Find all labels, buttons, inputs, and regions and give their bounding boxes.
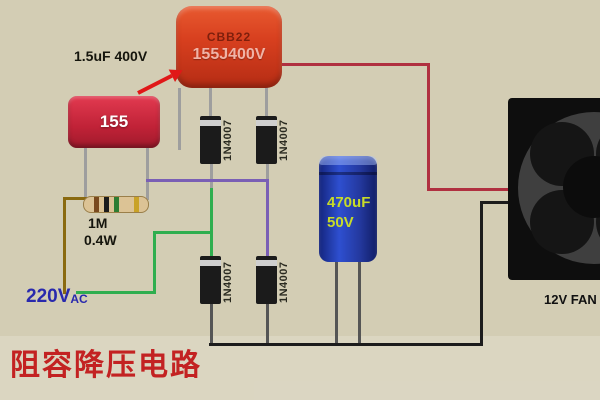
diode-4-label: 1N4007 [278, 261, 290, 303]
cap155-right-lead [146, 146, 149, 200]
wire-mains-green-horizontal [76, 291, 156, 294]
caption-title: 阻容降压电路 [10, 349, 202, 382]
wire-dc-positive-vertical [427, 63, 430, 191]
cap155-left-lead [84, 146, 87, 200]
wire-green-to-bridge [153, 231, 213, 234]
wire-dc-positive-to-fan [427, 188, 512, 191]
diode3-bottom-lead [210, 304, 213, 346]
ecap-top-rim [319, 156, 377, 165]
mains-voltage-value: 220V [26, 286, 71, 307]
electrolytic-capacitor: 470uF 50V [319, 156, 377, 262]
wire-dc-negative-vertical [480, 201, 483, 346]
diode-4-cathode-band [256, 260, 277, 266]
wire-mains-brown-vertical [63, 197, 66, 294]
ecap-capacity-text: 470uF [327, 194, 371, 211]
resistor-1m [83, 196, 149, 213]
ecap-left-lead [335, 256, 338, 346]
fan-blade-bottom-right [596, 190, 600, 254]
diode-1-cathode-band [200, 120, 221, 126]
dropper-cap-annotation: 1.5uF 400V [74, 48, 148, 64]
diode-3-label: 1N4007 [222, 261, 234, 303]
color-band-brown [94, 197, 99, 212]
diode-3-cathode-band [200, 260, 221, 266]
wire-purple-horizontal [146, 179, 269, 182]
film-capacitor-cbb22: CBB22 155J400V [176, 6, 282, 88]
wire-dc-positive-top [278, 63, 430, 66]
diode1-bottom-lead [210, 164, 213, 188]
mains-ac-suffix: AC [70, 292, 88, 306]
color-band-black [104, 197, 109, 212]
wire-mains-brown-horizontal [63, 197, 87, 200]
resistor-power-label: 0.4W [84, 232, 117, 248]
diode-2-cathode-band [256, 120, 277, 126]
cap155-marking-text: 155 [99, 112, 129, 131]
cbb22-brand-text: CBB22 [206, 30, 252, 44]
diode-1-label: 1N4007 [222, 119, 234, 161]
film-capacitor-155: 155 [68, 96, 160, 148]
cbb22-marking-text: 155J400V [192, 46, 266, 63]
diode2-bottom-lead [266, 164, 269, 182]
diode-3-body [200, 256, 221, 304]
diode4-bottom-lead [266, 304, 269, 346]
fan-12v [508, 98, 600, 280]
wire-purple-bridge-node [266, 179, 269, 258]
resistor-value-label: 1M [88, 215, 108, 231]
fan-blades-icon [518, 112, 600, 264]
annotation-arrow-shaft [137, 73, 173, 95]
ecap-crimp-line [319, 172, 377, 175]
diode-4-body [256, 256, 277, 304]
ecap-right-lead [358, 256, 361, 346]
color-band-green [114, 197, 119, 212]
ecap-voltage-text: 50V [327, 214, 354, 231]
diode-2-body [256, 116, 277, 164]
color-band-gold [134, 197, 139, 212]
wire-green-riser [153, 231, 156, 294]
cbb22-left-lead [209, 86, 212, 116]
wire-ground-rail [209, 343, 483, 346]
caption-strip [0, 336, 600, 400]
diode-1-body [200, 116, 221, 164]
mains-voltage-label: 220VAC [26, 286, 88, 308]
cbb22-right-lead [265, 86, 268, 116]
fan-label: 12V FAN [544, 292, 597, 307]
wire-green-bridge-node [210, 188, 213, 258]
cbb22-stray-lead [178, 88, 181, 150]
wire-dc-negative-to-fan [480, 201, 512, 204]
diode-2-label: 1N4007 [278, 119, 290, 161]
fan-blade-top-right [596, 122, 600, 186]
